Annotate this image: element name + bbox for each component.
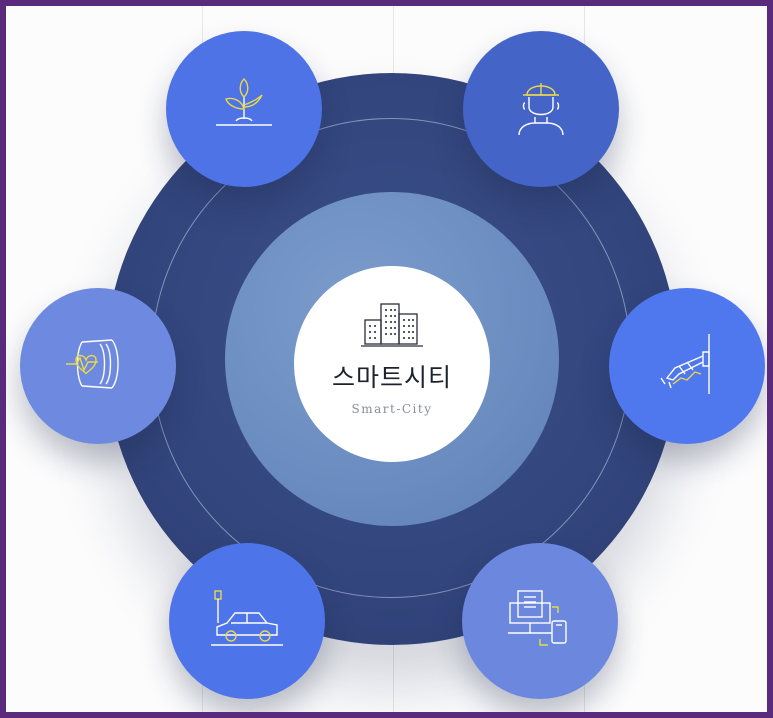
node-car[interactable] xyxy=(169,543,325,699)
node-plant[interactable] xyxy=(166,31,322,187)
heart-rate-wristband-icon xyxy=(62,332,134,400)
center-subtitle: Smart-City xyxy=(351,402,433,416)
computer-phone-network-icon xyxy=(504,585,576,657)
hard-hat-worker-icon xyxy=(509,73,573,145)
city-buildings-icon xyxy=(361,298,423,354)
robot-arm-icon xyxy=(651,332,723,400)
center-title: 스마트시티 xyxy=(331,363,452,392)
node-worker[interactable] xyxy=(463,31,619,187)
node-health[interactable] xyxy=(20,288,176,444)
plant-sprout-icon xyxy=(212,75,276,143)
node-device[interactable] xyxy=(462,543,618,699)
center-hub: 스마트시티 Smart-City xyxy=(294,266,490,462)
node-robot[interactable] xyxy=(609,288,765,444)
car-charging-icon xyxy=(209,587,285,655)
